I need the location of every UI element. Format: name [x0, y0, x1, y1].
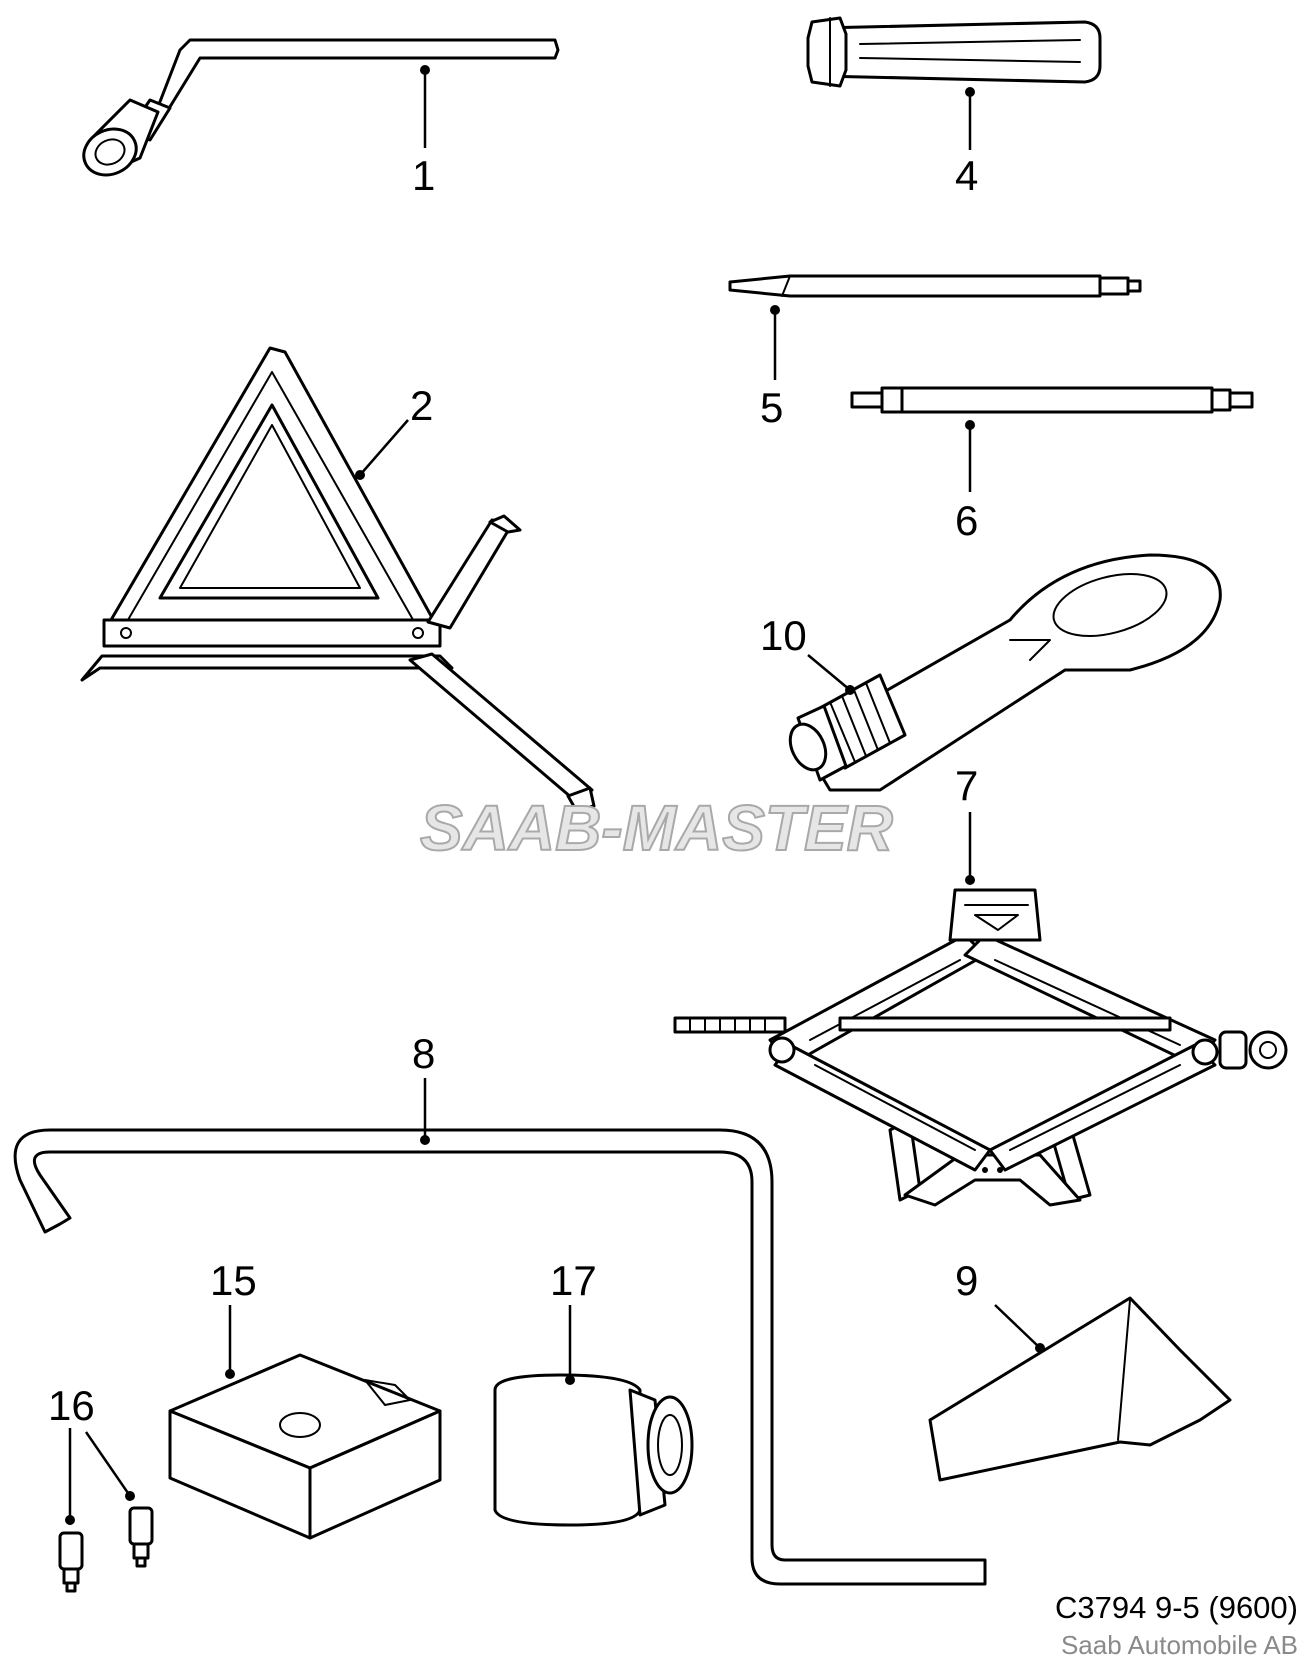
- callout-7: 7: [955, 762, 978, 885]
- svg-text:2: 2: [410, 382, 433, 429]
- part-1-wheel-brace: [82, 38, 560, 177]
- part-5-screwdriver-blade: [728, 274, 1142, 298]
- part-17-sealant-bottle: [493, 1373, 694, 1527]
- svg-text:6: 6: [955, 497, 978, 544]
- callout-4: 4: [955, 87, 978, 199]
- svg-text:9: 9: [955, 1257, 978, 1304]
- watermark: SAAB-MASTER: [419, 791, 894, 865]
- svg-text:17: 17: [550, 1257, 597, 1304]
- callout-16: 16: [48, 1382, 135, 1525]
- svg-text:SAAB-MASTER: SAAB-MASTER: [420, 792, 893, 864]
- svg-text:4: 4: [955, 152, 978, 199]
- part-6-double-bit: [850, 386, 1254, 414]
- callout-6: 6: [955, 420, 978, 544]
- part-7-scissor-jack: [673, 888, 1288, 1207]
- part-4-screwdriver-handle: [806, 16, 1102, 88]
- svg-text:7: 7: [955, 762, 978, 809]
- callout-9: 9: [955, 1257, 1045, 1353]
- svg-text:8: 8: [412, 1030, 435, 1077]
- callout-17: 17: [550, 1257, 597, 1385]
- svg-text:16: 16: [48, 1382, 95, 1429]
- part-10-towing-eye: [788, 553, 1222, 792]
- company-name: Saab Automobile AB: [1060, 1630, 1298, 1660]
- svg-text:1: 1: [412, 152, 435, 199]
- callout-8: 8: [412, 1030, 435, 1145]
- drawing-code: C3794 9-5 (9600): [1055, 1590, 1298, 1625]
- part-8-jack-crank: [13, 1128, 987, 1586]
- svg-text:15: 15: [210, 1257, 257, 1304]
- part-9-wheel-chock: [928, 1296, 1232, 1482]
- svg-text:10: 10: [760, 612, 807, 659]
- part-2-warning-triangle: [80, 346, 596, 812]
- callout-1: 1: [412, 65, 435, 199]
- svg-text:5: 5: [760, 384, 783, 431]
- callout-5: 5: [760, 305, 783, 431]
- callout-15: 15: [210, 1257, 257, 1379]
- part-15-compressor: [168, 1353, 442, 1540]
- callout-2: 2: [355, 382, 433, 480]
- part-16-valve-cores: [58, 1506, 154, 1593]
- callout-10: 10: [760, 612, 855, 695]
